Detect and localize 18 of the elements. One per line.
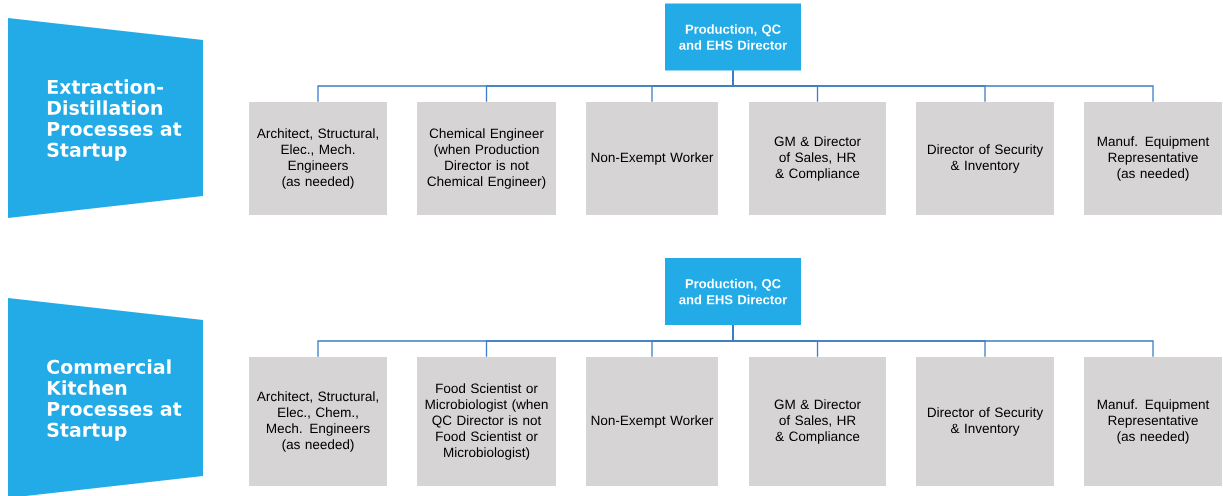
- role-box: GM & Director of Sales, HR & Compliance: [749, 357, 886, 486]
- director-box: Production, QC and EHS Director: [665, 258, 801, 325]
- role-box: GM & Director of Sales, HR & Compliance: [749, 102, 886, 215]
- banner: Extraction-Distillation Processes at Startup: [8, 18, 203, 218]
- role-box: Architect, Structural, Elec., Chem., Mech. Engineers (as needed): [249, 357, 387, 486]
- role-box: Director of Security & Inventory: [916, 357, 1054, 486]
- role-box: Architect, Structural, Elec., Mech. Engineers (as needed): [249, 102, 387, 215]
- banner: Commercial Kitchen Processes at Startup: [8, 298, 203, 496]
- connector-line: [732, 324, 1154, 358]
- director-box: Production, QC and EHS Director: [665, 3, 801, 71]
- connector-line: [732, 70, 1154, 103]
- role-box: Non-Exempt Worker: [586, 102, 718, 215]
- role-box: Chemical Engineer (when Production Director is not Chemical Engineer): [417, 102, 556, 215]
- role-box: Non-Exempt Worker: [586, 357, 718, 486]
- role-box: Food Scientist or Microbiologist (when QC Director is not Food Scientist or Microbiologist): [417, 357, 556, 486]
- role-box: Manuf. Equipment Representative (as needed): [1084, 357, 1222, 486]
- role-box: Director of Security & Inventory: [916, 102, 1054, 215]
- role-box: Manuf. Equipment Representative (as needed): [1084, 102, 1222, 215]
